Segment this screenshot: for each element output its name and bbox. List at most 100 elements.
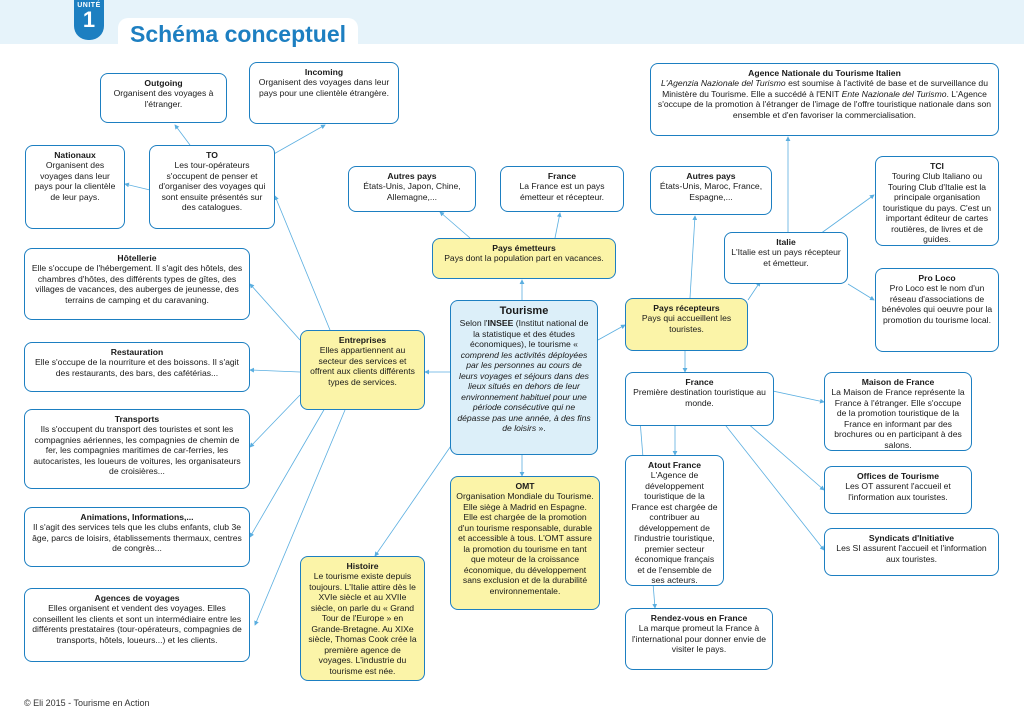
node-restauration-title: Restauration [110,347,164,357]
node-atout-france: Atout France L'Agence de développement t… [625,455,724,586]
node-atout-france-title: Atout France [648,460,701,470]
node-restauration-body: Elle s'occupe de la nourriture et des bo… [35,357,239,378]
node-histoire-body: Le tourisme existe depuis toujours. L'It… [308,571,417,676]
node-outgoing-body: Organisent des voyages à l'étranger. [113,88,214,109]
node-tci: TCI Touring Club Italiano ou Touring Clu… [875,156,999,246]
node-transports: Transports Ils s'occupent du transport d… [24,409,250,489]
connector-entreprises-to [274,195,331,331]
node-transports-body: Ils s'occupent du transport des touriste… [33,424,241,477]
node-france-recepteur: France Première destination touristique … [625,372,774,426]
node-tourisme-title: Tourisme [499,305,549,317]
node-to-body: Les tour-opérateurs s'occupent de penser… [158,160,266,213]
node-omt-body: Organisation Mondiale du Tourisme. Elle … [456,491,594,596]
node-to: TO Les tour-opérateurs s'occupent de pen… [149,145,275,229]
connector-entreprises-animations [249,407,326,538]
node-syndicats-initiative: Syndicats d'Initiative Les SI assurent l… [824,528,999,576]
tourisme-definition: comprend les activités déployées par les… [457,349,591,434]
node-transports-title: Transports [114,414,160,424]
node-autres-pays-emetteurs: Autres pays États-Unis, Japon, Chine, Al… [348,166,476,212]
node-pays-emetteurs-body: Pays dont la population part en vacances… [444,253,604,264]
node-pays-emetteurs-title: Pays émetteurs [492,243,556,253]
node-tci-title: TCI [930,161,944,171]
node-maison-france-body: La Maison de France représente la France… [831,387,965,450]
node-omt: OMT Organisation Mondiale du Tourisme. E… [450,476,600,610]
node-animations-title: Animations, Informations,... [80,512,194,522]
node-autres-pays-emetteurs-body: États-Unis, Japon, Chine, Allemagne,... [363,181,461,202]
connector-recep-italie [747,281,761,301]
node-nationaux-title: Nationaux [54,150,96,160]
node-agence-italien: Agence Nationale du Tourisme Italien L'A… [650,63,999,136]
node-italie-body: L'Italie est un pays récepteur et émette… [731,247,841,268]
node-agences: Agences de voyages Elles organisent et v… [24,588,250,662]
node-offices-tourisme-body: Les OT assurent l'accueil et l'informati… [845,481,951,502]
node-autres-pays-emetteurs-title: Autres pays [387,171,437,181]
connector-france-syndicats [714,411,825,551]
connector-recep-autres-pays [689,215,698,299]
connector-tourisme-pays-recepteurs [597,324,626,341]
node-pro-loco-body: Pro Loco est le nom d'un réseau d'associ… [881,283,993,325]
connector-entreprises-agences [254,409,346,626]
node-agence-italien-title: Agence Nationale du Tourisme Italien [748,68,901,78]
node-agence-italien-body: L'Agenzia Nazionale del Turismo est soum… [657,78,992,120]
node-france-recepteur-body: Première destination touristique au mond… [633,387,766,408]
connector-entreprises-hotellerie [249,283,301,341]
node-animations-body: Il s'agit des services tels que les club… [32,522,242,554]
node-hotellerie-title: Hôtellerie [117,253,157,263]
node-autres-pays-recepteurs-title: Autres pays [686,171,736,181]
node-entreprises-title: Entreprises [338,335,387,345]
connector-emet-autres-pays [439,211,471,239]
node-rendez-vous-france-title: Rendez-vous en France [650,613,748,623]
node-hotellerie: Hôtellerie Elle s'occupe de l'hébergemen… [24,248,250,320]
node-tourisme: Tourisme Selon l'INSEE (Institut nationa… [450,300,598,455]
connector-italie-tci [819,194,875,235]
insee-label: INSEE [487,318,514,329]
node-histoire-title: Histoire [346,561,379,571]
unit-label: UNITÉ [77,2,101,9]
connector-entreprises-restauration [249,367,301,373]
node-pays-recepteurs-body: Pays qui accueillent les touristes. [641,313,732,334]
node-syndicats-initiative-title: Syndicats d'Initiative [868,533,955,543]
node-france-emetteur: France La France est un pays émetteur et… [500,166,624,212]
node-pays-recepteurs: Pays récepteurs Pays qui accueillent les… [625,298,748,351]
node-syndicats-initiative-body: Les SI assurent l'accueil et l'informati… [836,543,987,564]
node-incoming-title: Incoming [304,67,344,77]
node-incoming: Incoming Organisent des voyages dans leu… [249,62,399,124]
node-outgoing: Outgoing Organisent des voyages à l'étra… [100,73,227,123]
node-pro-loco-title: Pro Loco [918,273,956,283]
connector-emet-france [554,212,562,239]
node-pro-loco: Pro Loco Pro Loco est le nom d'un réseau… [875,268,999,352]
unit-badge: UNITÉ 1 [74,0,104,40]
node-maison-france-title: Maison de France [861,377,935,387]
title-tab: Schéma conceptuel [118,18,358,52]
node-rendez-vous-france-body: La marque promeut la France à l'internat… [632,623,766,655]
connector-entreprises-transports [249,394,301,448]
node-nationaux: Nationaux Organisent des voyages dans le… [25,145,125,229]
node-to-title: TO [206,150,218,160]
node-restauration: Restauration Elle s'occupe de la nourrit… [24,342,250,392]
node-entreprises-body: Elles appartiennent au secteur des servi… [310,345,415,387]
page-title: Schéma conceptuel [130,21,347,47]
node-tci-body: Touring Club Italiano ou Touring Club d'… [882,171,992,245]
node-france-emetteur-body: La France est un pays émetteur et récept… [519,181,605,202]
node-incoming-body: Organisent des voyages dans leur pays po… [258,77,390,98]
node-rendez-vous-france: Rendez-vous en France La marque promeut … [625,608,773,670]
unit-number: 1 [82,7,96,32]
node-nationaux-body: Organisent des voyages dans leur pays po… [34,160,116,202]
node-france-emetteur-title: France [547,171,577,181]
node-maison-france: Maison de France La Maison de France rep… [824,372,972,451]
footer-copyright: © Eli 2015 - Tourisme en Action [24,698,150,708]
node-tourisme-body: Selon l'INSEE (Institut national de la s… [457,318,591,434]
connector-to-incoming [271,124,326,156]
node-italie: Italie L'Italie est un pays récepteur et… [724,232,848,284]
node-france-recepteur-title: France [685,377,714,387]
node-agences-title: Agences de voyages [94,593,180,603]
node-animations: Animations, Informations,... Il s'agit d… [24,507,250,567]
node-autres-pays-recepteurs: Autres pays États-Unis, Maroc, France, E… [650,166,772,215]
node-hotellerie-body: Elle s'occupe de l'hébergement. Il s'agi… [31,263,243,305]
node-histoire: Histoire Le tourisme existe depuis toujo… [300,556,425,681]
node-entreprises: Entreprises Elles appartiennent au secte… [300,330,425,410]
node-offices-tourisme-title: Offices de Tourisme [857,471,939,481]
node-atout-france-body: L'Agence de développement touristique de… [631,470,718,586]
node-omt-title: OMT [515,481,535,491]
